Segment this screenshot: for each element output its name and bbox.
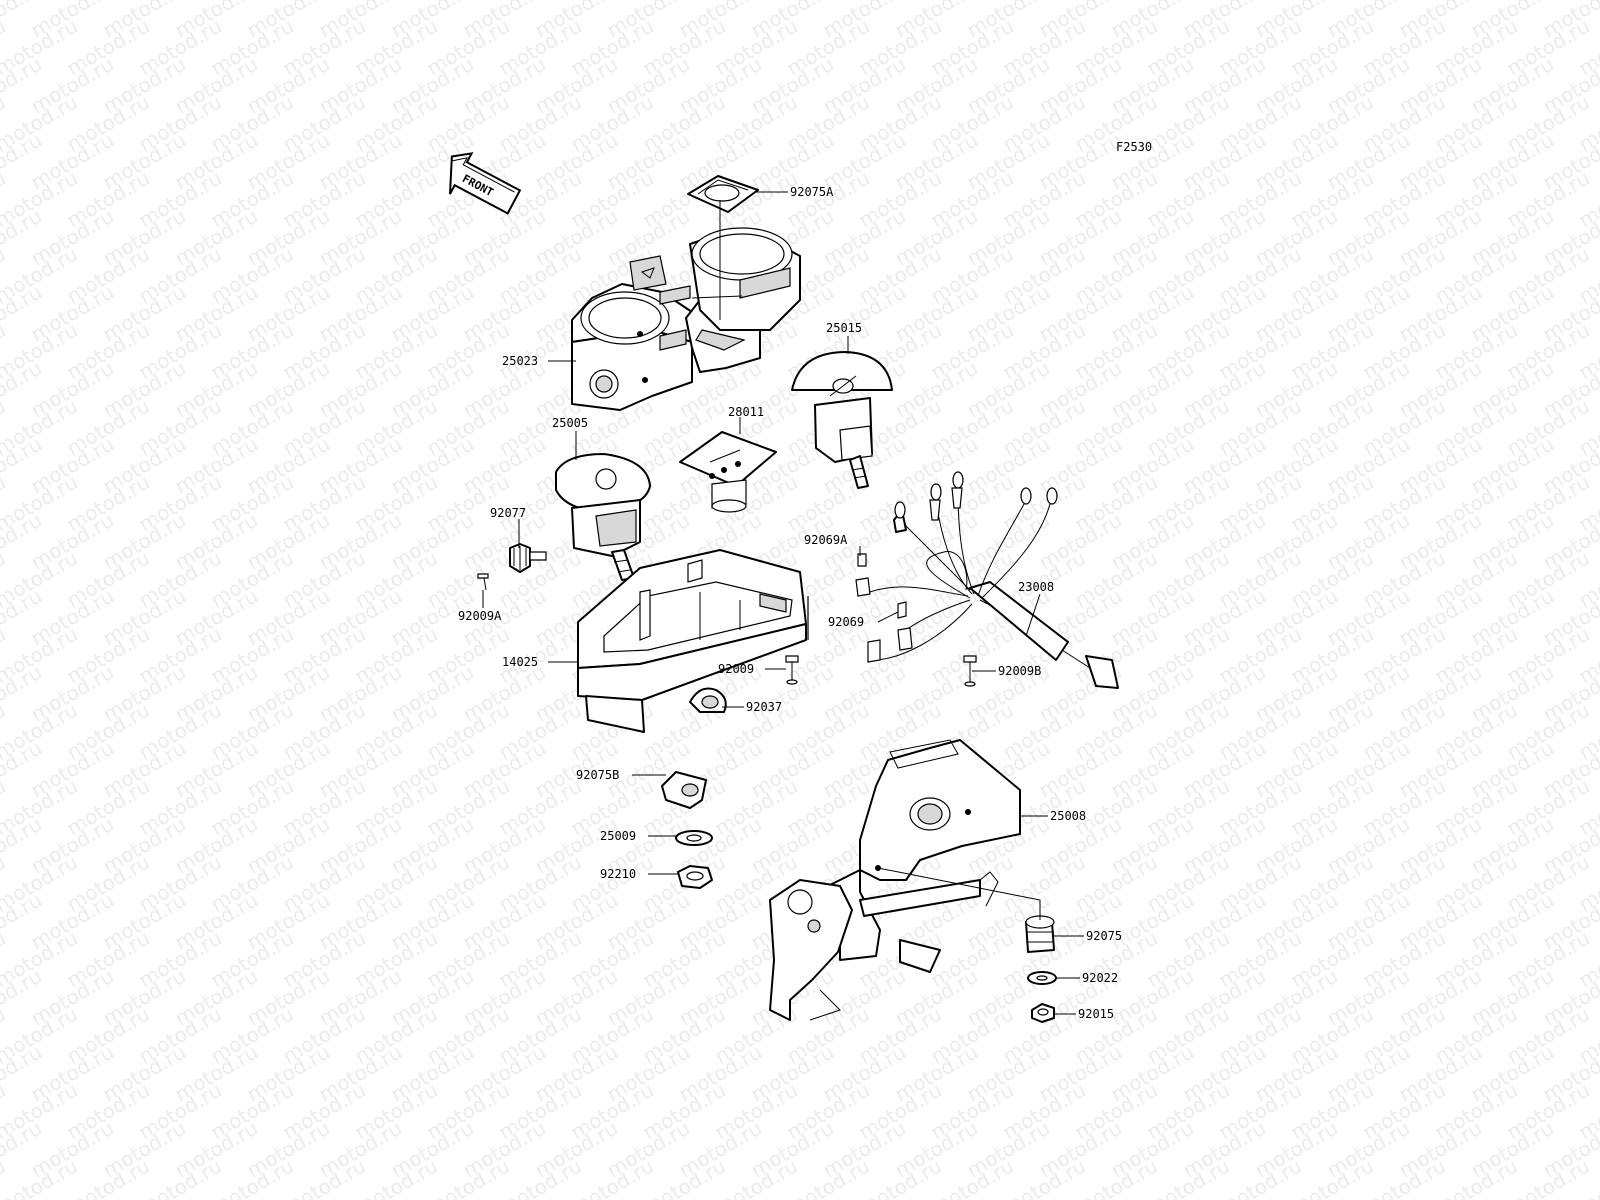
label-23008: 23008 <box>1018 580 1054 594</box>
label-92075a: 92075A <box>790 185 834 199</box>
label-92009b: 92009B <box>998 664 1041 678</box>
label-25008: 25008 <box>1050 809 1086 823</box>
label-92009a: 92009A <box>458 609 502 623</box>
part-25009 <box>675 830 713 846</box>
label-28011: 28011 <box>728 405 764 419</box>
figure-code: F2530 <box>1116 140 1152 154</box>
label-92075: 92075 <box>1086 929 1122 943</box>
label-92077: 92077 <box>490 506 526 520</box>
label-14025: 14025 <box>502 655 538 669</box>
part-92022 <box>1027 971 1057 985</box>
watermark-text: motod.ru <box>1575 0 1600 4</box>
part-92075 <box>1025 915 1055 953</box>
part-92037 <box>689 687 727 713</box>
label-92210: 92210 <box>600 867 636 881</box>
label-92009: 92009 <box>718 662 754 676</box>
label-25015: 25015 <box>826 321 862 335</box>
label-25005: 25005 <box>552 416 588 430</box>
label-92069: 92069 <box>828 615 864 629</box>
label-92037: 92037 <box>746 700 782 714</box>
label-92015: 92015 <box>1078 1007 1114 1021</box>
label-25009: 25009 <box>600 829 636 843</box>
label-92022: 92022 <box>1082 971 1118 985</box>
label-92069a: 92069A <box>804 533 848 547</box>
label-25023: 25023 <box>502 354 538 368</box>
part-92210 <box>677 865 713 889</box>
part-92015 <box>1031 1003 1055 1023</box>
label-92075b: 92075B <box>576 768 619 782</box>
